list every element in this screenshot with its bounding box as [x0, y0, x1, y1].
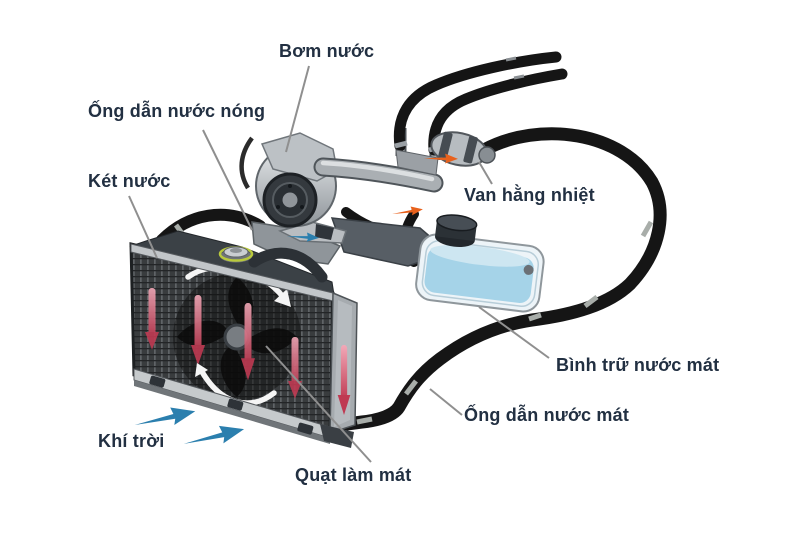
label-cool-water-pipe: Ống dẫn nước mát	[464, 405, 630, 425]
fan-bracket	[320, 424, 354, 448]
label-coolant-reservoir: Bình trữ nước mát	[556, 355, 720, 375]
radiator-cap	[218, 246, 254, 263]
upper-radiator-hose	[156, 208, 266, 246]
top-hoses	[393, 51, 568, 156]
label-cooling-fan: Quạt làm mát	[295, 465, 412, 485]
label-water-pump: Bơm nước	[279, 41, 375, 61]
top-hose-marks	[505, 56, 525, 80]
coolant-reservoir	[415, 214, 545, 313]
leader-water-pump	[285, 65, 310, 153]
leader-cool-water-pipe	[429, 388, 463, 416]
label-outside-air: Khí trời	[98, 431, 165, 451]
leader-thermostat	[478, 161, 493, 185]
thermostat-housing	[395, 131, 496, 176]
leader-cooling-fan	[265, 345, 372, 463]
label-hot-water-pipe: Ống dẫn nước nóng	[88, 101, 266, 121]
label-radiator: Két nước	[88, 171, 171, 191]
leader-radiator	[128, 195, 158, 259]
leader-lines	[128, 65, 550, 463]
leader-hot-water-pipe	[202, 129, 253, 231]
label-thermostat: Van hằng nhiệt	[464, 185, 595, 205]
radiator	[129, 230, 358, 448]
hose-clamps	[356, 220, 654, 425]
leader-coolant-reservoir	[478, 306, 550, 359]
water-pump	[239, 132, 444, 228]
